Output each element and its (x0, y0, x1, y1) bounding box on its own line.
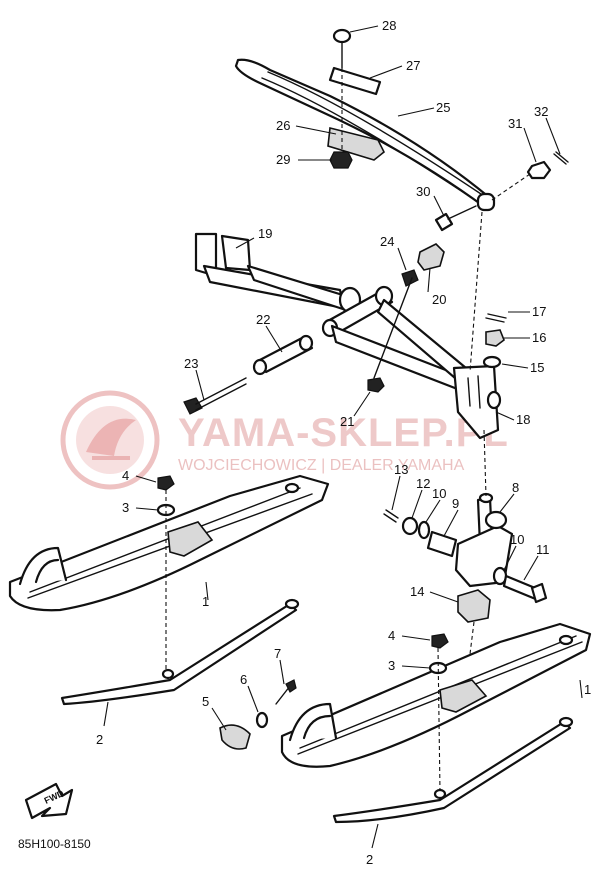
callout-number: 23 (184, 356, 198, 371)
washer-15 (482, 355, 502, 369)
callout-number: 28 (382, 18, 396, 33)
callout-number: 1 (584, 682, 591, 697)
bolt-23 (183, 377, 247, 415)
callout-number: 3 (388, 658, 395, 673)
cotter-pin-17 (485, 313, 507, 323)
callout-number: 5 (202, 694, 209, 709)
callout-number: 27 (406, 58, 420, 73)
callout-number: 4 (388, 628, 395, 643)
watermark-title: YAMA-SKLEP.PL (178, 411, 509, 455)
nut-31 (526, 160, 552, 180)
nut-4-left (157, 475, 175, 491)
callout-number: 19 (258, 226, 272, 241)
leaf-spring (234, 58, 496, 212)
callout-number: 26 (276, 118, 290, 133)
callout-number: 25 (436, 100, 450, 115)
nut-21 (367, 377, 385, 393)
bolt-30 (434, 205, 477, 232)
callout-number: 9 (452, 496, 459, 511)
callout-number: 32 (534, 104, 548, 119)
callout-number: 13 (394, 462, 408, 477)
collar-9 (426, 530, 458, 558)
cotter-pin-13 (383, 509, 399, 523)
nut-4-right (431, 633, 449, 649)
callout-number: 8 (512, 480, 519, 495)
callout-number: 10 (510, 532, 524, 547)
callout-number: 31 (508, 116, 522, 131)
callout-number: 6 (240, 672, 247, 687)
damper-14 (457, 589, 491, 623)
forward-arrow-icon: FWD (24, 782, 74, 820)
callout-number: 22 (256, 312, 270, 327)
nut-12 (401, 516, 419, 536)
callout-number: 2 (366, 852, 373, 867)
callout-number: 12 (416, 476, 430, 491)
bolt-11 (502, 574, 548, 604)
callout-number: 10 (432, 486, 446, 501)
steering-arm-19 (194, 232, 362, 314)
callout-number: 17 (532, 304, 546, 319)
ski-handle-cover-5 (219, 724, 251, 750)
washer-6 (255, 711, 269, 729)
callout-leaders (103, 25, 583, 849)
callout-number: 18 (516, 412, 530, 427)
runner-right (332, 720, 572, 824)
nut-16 (485, 329, 505, 347)
ski-right (280, 622, 592, 768)
callout-number: 1 (202, 594, 209, 609)
nut-29 (329, 151, 353, 169)
callout-number: 24 (380, 234, 394, 249)
callout-number: 29 (276, 152, 290, 167)
runner-left (60, 602, 298, 706)
bolt-28 (332, 28, 352, 69)
callout-number: 4 (122, 468, 129, 483)
spindle-frame-18 (321, 285, 502, 440)
cotter-pin-32 (553, 151, 569, 165)
callout-number: 14 (410, 584, 424, 599)
watermark: YAMA-SKLEP.PL WOJCIECHOWICZ | DEALER YAM… (60, 390, 509, 490)
callout-number: 20 (432, 292, 446, 307)
screw-7 (275, 679, 297, 705)
callout-number: 30 (416, 184, 430, 199)
watermark-subtitle: WOJCIECHOWICZ | DEALER YAMAHA (178, 457, 465, 474)
callout-number: 3 (122, 500, 129, 515)
bushing-24 (401, 269, 419, 287)
washer-10-a (417, 520, 431, 540)
callout-number: 2 (96, 732, 103, 747)
callout-number: 16 (532, 330, 546, 345)
callout-number: 11 (536, 542, 550, 557)
cap-20 (417, 243, 445, 271)
diagram-code: 85H100-8150 (18, 837, 91, 851)
callout-number: 15 (530, 360, 544, 375)
spring-clamp-27 (328, 66, 382, 96)
shaft-22 (252, 334, 314, 376)
callout-number: 7 (274, 646, 281, 661)
callout-number: 21 (340, 414, 354, 429)
callout-numbers: 28 27 25 26 29 31 32 30 19 24 20 17 16 1… (96, 18, 591, 867)
ski-left (8, 474, 330, 612)
watermark-logo (60, 390, 160, 490)
spring-plate-26 (327, 127, 386, 161)
